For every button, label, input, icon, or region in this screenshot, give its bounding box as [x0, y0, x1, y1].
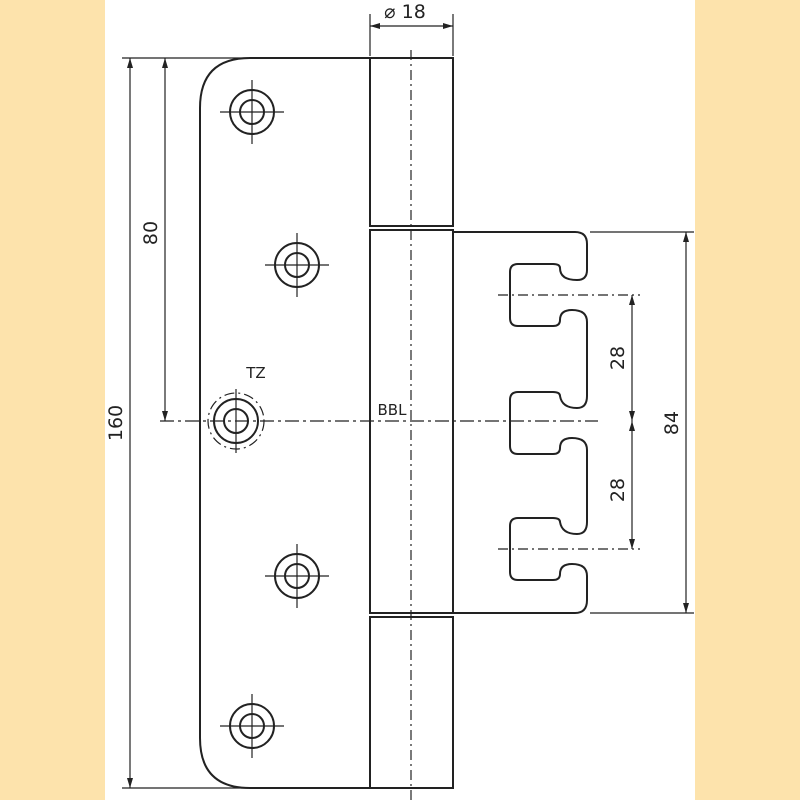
dim-84	[590, 231, 694, 614]
tz-label: TZ	[245, 364, 265, 382]
screw-hole-3	[265, 544, 329, 608]
dim-28-top-label: 28	[607, 346, 629, 370]
bbl-label: BBL	[378, 401, 408, 419]
dim-28-bottom-label: 28	[607, 478, 629, 502]
screw-hole-4	[220, 694, 284, 758]
left-background-band	[0, 0, 105, 800]
dim-160-label: 160	[105, 405, 127, 441]
dim-160	[122, 57, 248, 789]
dim-diameter-label: ⌀ 18	[384, 1, 426, 23]
knuckle-top	[369, 57, 454, 227]
hinge-leaf-outline	[199, 57, 370, 789]
frame-part-outline	[453, 231, 588, 614]
screw-hole-2	[265, 233, 329, 297]
dim-80-label: 80	[140, 221, 162, 245]
screw-hole-1	[220, 80, 284, 144]
dim-84-label: 84	[661, 411, 683, 435]
knuckle-bottom	[369, 616, 454, 789]
right-background-band	[695, 0, 800, 800]
dim-diameter	[369, 14, 454, 56]
